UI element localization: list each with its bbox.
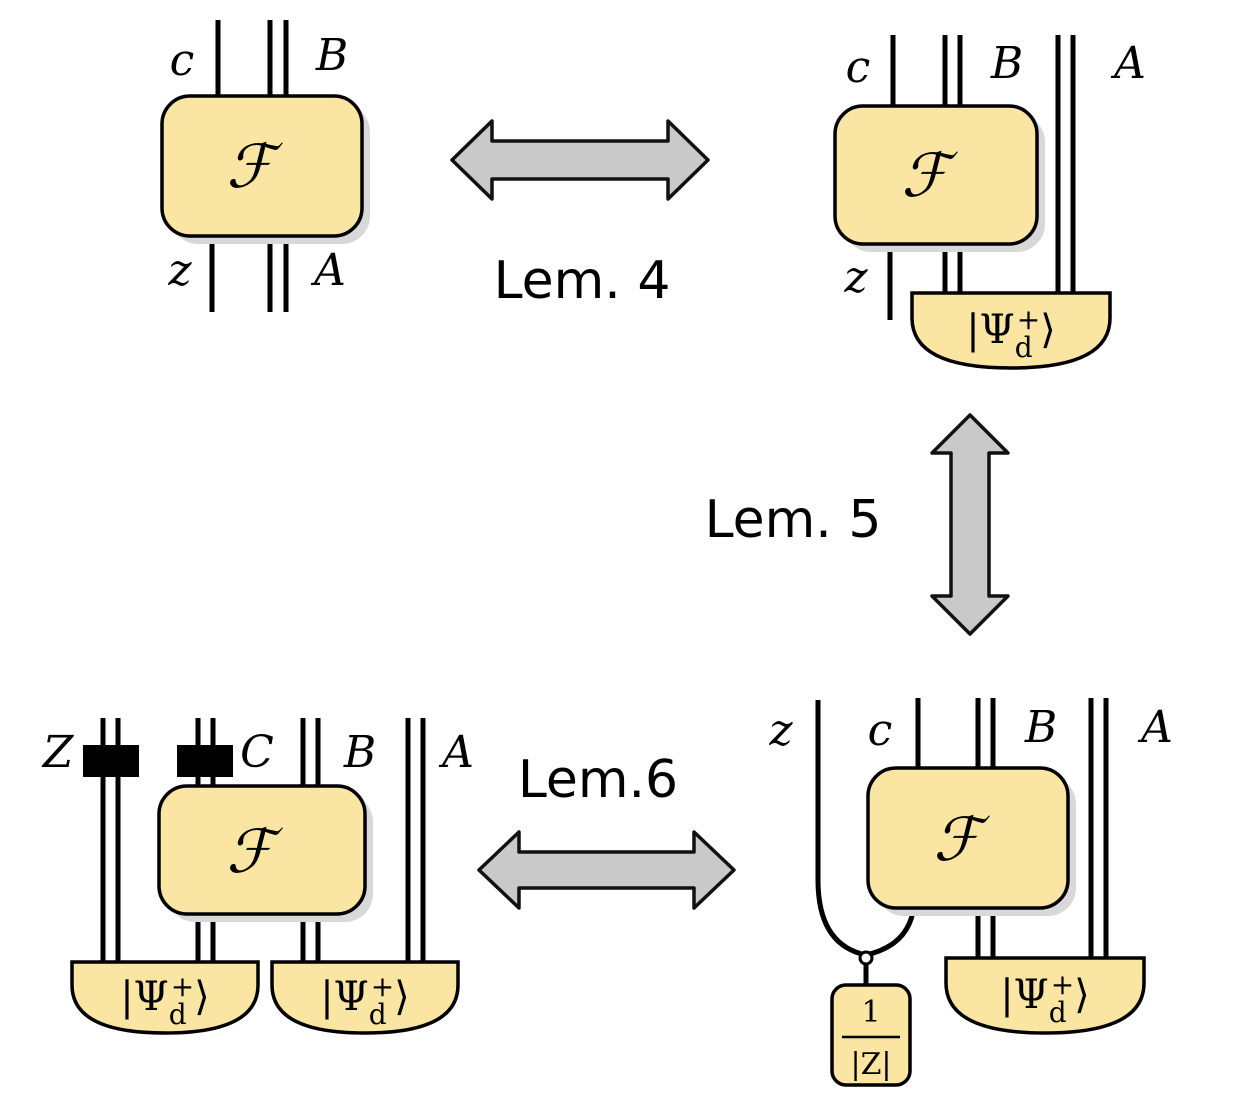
bell-state-cap-left	[70, 960, 260, 1035]
arrow-lem5: Lem. 5	[705, 413, 1010, 636]
wire-label-b: B	[343, 727, 376, 778]
bell-state-ket: |Ψd+⟩	[1000, 968, 1090, 1029]
f-box	[833, 104, 1039, 246]
bell-state-ket: |Ψd+⟩	[320, 970, 410, 1031]
panel-top-right: ℱ |Ψd+⟩ c B A z	[833, 35, 1146, 370]
lemma-6-label: Lem.6	[518, 750, 678, 810]
bell-state-cap	[944, 956, 1146, 1035]
dephasing-block-c	[177, 745, 233, 777]
wire-label-c: c	[846, 42, 871, 93]
wire-label-b: B	[315, 30, 348, 81]
wire-label-a: A	[310, 245, 346, 296]
wire-label-a: A	[438, 727, 474, 778]
panel-bottom-left: ℱ |Ψd+⟩ |Ψd+⟩ Z C B A	[41, 718, 474, 1035]
bell-state-cap-right	[270, 960, 460, 1035]
wire-label-b: B	[990, 38, 1023, 89]
wire-label-c: C	[240, 727, 274, 778]
lemma-5-label: Lem. 5	[705, 490, 882, 550]
wire-label-z: z	[843, 252, 868, 303]
wire-label-z: z	[768, 705, 793, 756]
normalization-box	[830, 983, 912, 1087]
wire-label-c: c	[868, 705, 893, 756]
wire-label-z: z	[167, 245, 192, 296]
wire-label-a: A	[1137, 702, 1173, 753]
wire-label-c: c	[170, 35, 195, 86]
wire-label-a: A	[1110, 38, 1146, 89]
fraction-numerator: 1	[861, 995, 880, 1030]
bell-state-cap	[910, 291, 1112, 370]
bell-state-ket: |Ψd+⟩	[966, 303, 1056, 364]
wire-label-b: B	[1024, 702, 1057, 753]
arrow-lem6: Lem.6	[477, 750, 736, 910]
panel-bottom-right: ℱ |Ψd+⟩ 1 |Z| z c B A	[768, 698, 1173, 1087]
f-box	[160, 94, 364, 238]
wire-label-z: Z	[41, 727, 75, 778]
fraction-denominator: |Z|	[850, 1047, 891, 1082]
f-box	[157, 784, 367, 916]
bell-state-ket: |Ψd+⟩	[120, 970, 210, 1031]
copy-dot	[858, 950, 874, 966]
dephasing-block-z	[83, 745, 139, 777]
arrow-lem4: Lem. 4	[450, 119, 710, 311]
panel-top-left: ℱ c B z A	[160, 20, 370, 312]
f-box	[866, 766, 1070, 910]
lemma-4-label: Lem. 4	[494, 251, 671, 311]
